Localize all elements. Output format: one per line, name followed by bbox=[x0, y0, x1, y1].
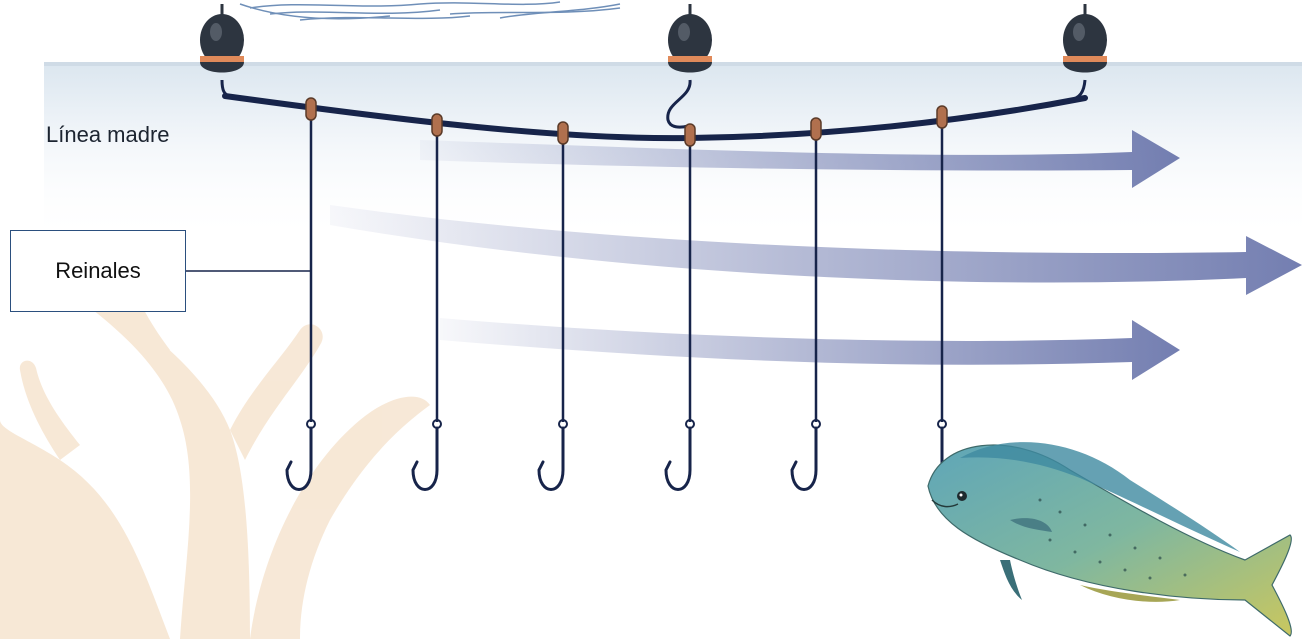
current-arrow-3 bbox=[440, 318, 1180, 380]
main-line-label: Línea madre bbox=[46, 122, 170, 148]
hook-icon bbox=[792, 428, 816, 490]
float-3 bbox=[1063, 4, 1107, 73]
boat-wake-sketch bbox=[240, 2, 620, 20]
hook-icon bbox=[666, 428, 690, 490]
coral-background bbox=[0, 261, 430, 639]
hook-icon bbox=[539, 428, 563, 490]
float-1 bbox=[200, 4, 244, 73]
branch-lines-label: Reinales bbox=[55, 258, 141, 284]
hook-icon bbox=[413, 428, 437, 490]
branch-lines-callout: Reinales bbox=[10, 230, 186, 312]
hook-icon bbox=[287, 428, 311, 490]
float-2 bbox=[668, 4, 712, 73]
dorado-fish-illustration bbox=[928, 442, 1291, 636]
